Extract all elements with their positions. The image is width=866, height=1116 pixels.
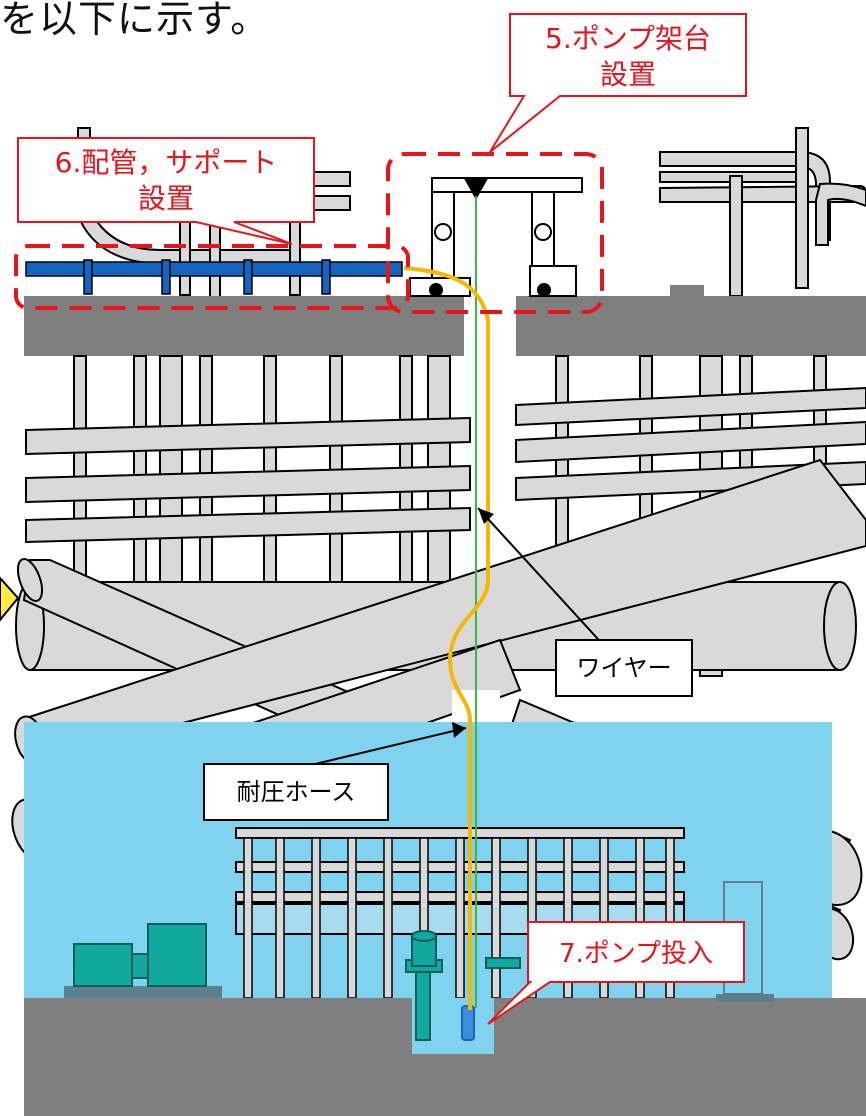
hose-label-box <box>203 763 389 821</box>
callout-piping <box>17 137 315 245</box>
upper-floor-right <box>516 296 866 356</box>
callout-piping-line1: 6.配管，サポート <box>55 146 278 179</box>
callout-pump-frame <box>489 13 747 153</box>
wire-label-box <box>555 639 693 697</box>
piping-dashed-box <box>14 244 410 310</box>
callout-pump-insert <box>487 921 745 1025</box>
heading-text: を以下に示す。 <box>0 0 270 41</box>
callout-pump-insert-text: 7.ポンプ投入 <box>559 939 713 969</box>
callout-piping-line2: 設置 <box>138 182 194 215</box>
upper-right-piping <box>659 127 866 297</box>
right-stand-base <box>716 994 774 1002</box>
mid-pipe-rack <box>25 386 866 544</box>
pump-frame-dashed-box <box>386 152 604 314</box>
upper-floor-left <box>24 296 464 356</box>
motor-unit <box>64 923 222 998</box>
blue-pipe <box>25 259 403 295</box>
pump-frame <box>409 177 583 297</box>
callout-pump-frame-line1: 5.ポンプ架台 <box>545 22 711 55</box>
direction-arrow-icon <box>0 576 20 622</box>
wire-label: ワイヤー <box>576 654 671 682</box>
hose-label: 耐圧ホース <box>237 778 356 806</box>
pump-assembly <box>405 930 521 1041</box>
callout-pump-frame-line2: 設置 <box>600 58 656 91</box>
pressure-hose-line <box>403 266 490 1010</box>
wire-pointer <box>477 507 609 651</box>
